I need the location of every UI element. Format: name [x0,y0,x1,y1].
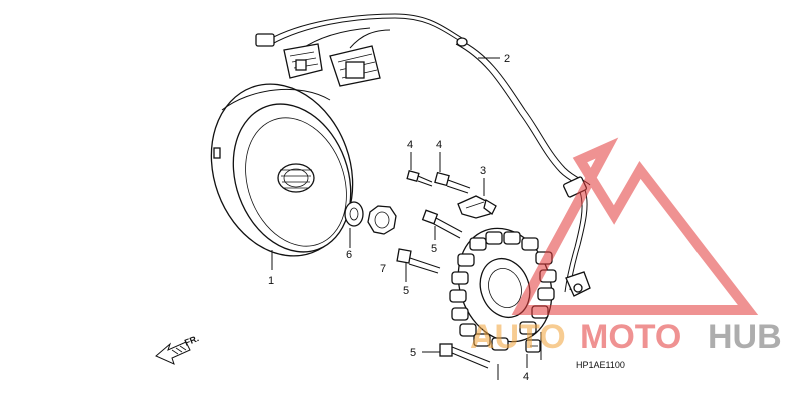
flywheel-tab [213,147,221,159]
watermark-triangle-logo [511,137,759,315]
connector-left [283,43,323,79]
bolt-part4-b [434,171,471,194]
bolt-part5-c [439,343,491,369]
bolt-part4-a [406,170,433,187]
callout-4b: 4 [436,139,442,151]
callout-5a: 5 [431,243,437,255]
grommet [456,37,468,47]
flywheel [210,83,354,257]
front-direction-indicator: FR. [155,333,200,365]
bolt-part4-c [525,339,541,353]
pulse-generator [457,195,497,219]
watermark-text-hub: HUB [708,318,782,356]
front-arrow-icon [155,341,191,365]
bolt-part5-a [421,209,463,239]
connector-right [329,45,381,87]
washer [344,201,364,227]
callout-6: 6 [346,249,352,261]
callouts: 1 2 3 4 4 5 5 5 6 7 4 [268,53,529,383]
small-connector [255,33,275,47]
watermark-text-moto: MOTO [580,318,681,356]
automotohub-watermark: AUTO MOTO HUB [470,137,782,356]
leader-lines [271,57,542,380]
bolt-part5-b [396,248,441,274]
callout-4c: 4 [523,371,529,383]
callout-3: 3 [480,165,486,177]
diagram-code: HP1AE1100 [576,360,625,370]
callout-4a: 4 [407,139,413,151]
watermark-text-auto: AUTO [470,318,566,356]
front-label: FR. [183,333,200,348]
callout-5c: 5 [410,347,416,359]
callout-2: 2 [504,53,510,65]
flange-nut [367,205,397,235]
stator-coils [449,231,557,351]
callout-1: 1 [268,275,274,287]
callout-7: 7 [380,263,386,275]
callout-5b: 5 [403,285,409,297]
